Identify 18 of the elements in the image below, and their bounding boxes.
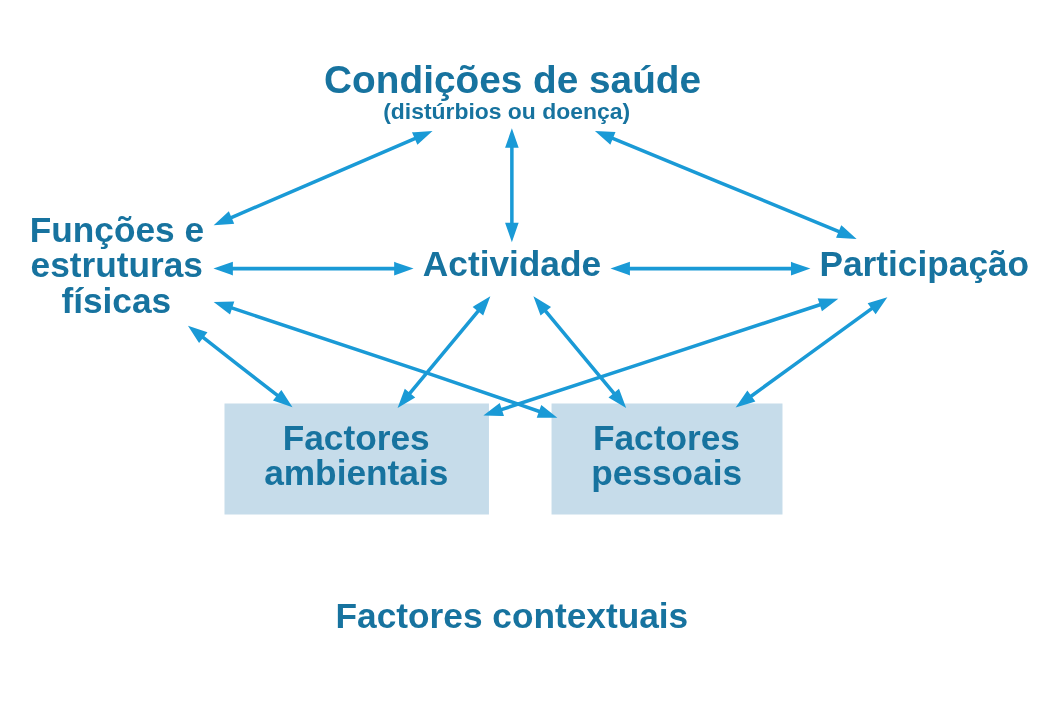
node-text: Funções e estruturas físicas xyxy=(29,210,205,320)
node-box: Factores pessoais xyxy=(551,403,783,515)
arrow xyxy=(533,296,627,409)
arrow xyxy=(213,130,433,226)
arrow xyxy=(397,296,491,409)
node-text: Actividade xyxy=(422,243,602,283)
arrow xyxy=(594,130,857,239)
arrow xyxy=(213,261,414,276)
node-text: Participação xyxy=(819,243,1030,283)
node-text: Factores contextuais xyxy=(335,596,689,636)
arrow xyxy=(483,298,839,416)
node-box: Factores ambientais xyxy=(224,403,489,515)
arrow xyxy=(213,301,558,418)
arrow xyxy=(610,261,811,276)
arrow xyxy=(505,128,519,243)
node-text: Condições de saúde (distúrbios ou doença) xyxy=(324,58,702,125)
arrow xyxy=(735,297,888,408)
arrow xyxy=(187,325,293,408)
